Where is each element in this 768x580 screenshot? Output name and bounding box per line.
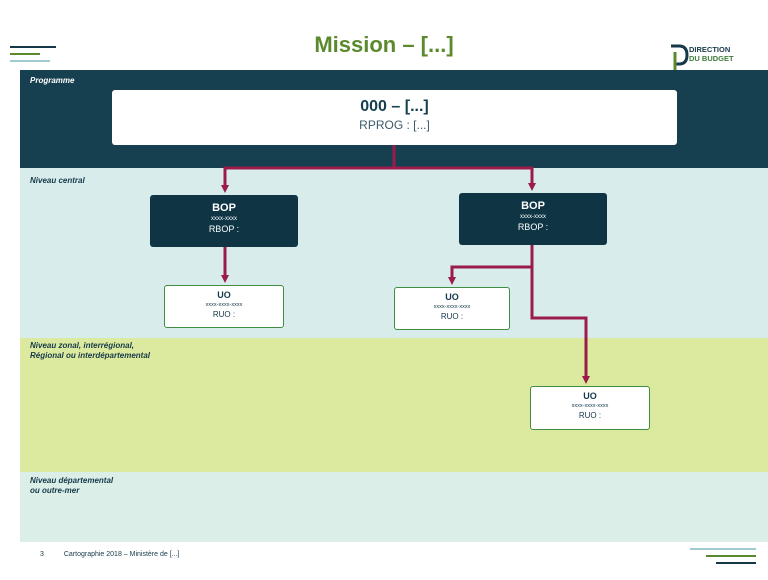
departmental-band xyxy=(20,472,768,542)
footer-text: Cartographie 2018 – Ministère de [...] xyxy=(63,551,180,558)
programme-code: 000 – [...] xyxy=(360,98,429,115)
uo-code: xxxx-xxxx-xxxx xyxy=(205,302,243,308)
uo-title: UO xyxy=(217,290,231,300)
bop-code: xxxx-xxxx xyxy=(520,214,546,220)
band-label-regional: Niveau zonal, interrégional, Régional ou… xyxy=(30,341,290,361)
page-number: 3 xyxy=(40,551,44,558)
uo-box-3: UO xxxx-xxxx-xxxx RUO : xyxy=(530,386,650,430)
bop-responsible: RBOP : xyxy=(208,224,240,234)
logo-line-2: DU BUDGET xyxy=(689,54,734,63)
programme-responsible: RPROG : [...] xyxy=(359,118,430,132)
band-label-regional-line-2: Régional ou interdépartemental xyxy=(30,351,151,360)
uo-title: UO xyxy=(583,391,597,401)
bop-box-right: BOP xxxx-xxxx RBOP : xyxy=(459,193,607,245)
uo-code: xxxx-xxxx-xxxx xyxy=(571,403,609,409)
uo-box-2: UO xxxx-xxxx-xxxx RUO : xyxy=(394,287,510,330)
bop-title: BOP xyxy=(521,200,545,212)
direction-du-budget-logo xyxy=(671,44,689,70)
logo-text: DIRECTION DU BUDGET xyxy=(689,45,734,63)
band-label-regional-line-1: Niveau zonal, interrégional, xyxy=(30,341,135,350)
connector-programme-to-bop-left xyxy=(221,166,394,193)
uo-responsible: RUO : xyxy=(212,310,236,319)
page-title: Mission – [...] xyxy=(314,32,454,57)
band-label-departmental: Niveau départemental ou outre-mer xyxy=(30,476,230,496)
footer-decoration xyxy=(690,548,756,569)
bop-title: BOP xyxy=(212,202,236,214)
connector-programme-to-bop-right xyxy=(394,166,536,191)
bop-responsible: RBOP : xyxy=(517,222,549,232)
uo-code: xxxx-xxxx-xxxx xyxy=(433,304,471,310)
uo-responsible: RUO : xyxy=(440,312,464,321)
band-label-dept-line-2: ou outre-mer xyxy=(30,486,80,495)
uo-box-1: UO xxxx-xxxx-xxxx RUO : xyxy=(164,285,284,328)
programme-box: 000 – [...] RPROG : [...] xyxy=(112,90,677,145)
bop-box-left: BOP xxxx-xxxx RBOP : xyxy=(150,195,298,247)
connector-bop-right-to-uo-2 xyxy=(448,245,534,285)
footer: 3 Cartographie 2018 – Ministère de [...] xyxy=(40,551,197,558)
header-decoration xyxy=(10,46,56,67)
bop-code: xxxx-xxxx xyxy=(211,216,237,222)
band-label-dept-line-1: Niveau départemental xyxy=(30,476,114,485)
band-label-programme: Programme xyxy=(30,76,75,85)
band-label-central: Niveau central xyxy=(30,176,85,185)
logo-line-1: DIRECTION xyxy=(689,45,731,54)
connector-bop-right-to-uo-3 xyxy=(530,267,590,384)
uo-title: UO xyxy=(445,292,459,302)
uo-responsible: RUO : xyxy=(578,411,602,420)
